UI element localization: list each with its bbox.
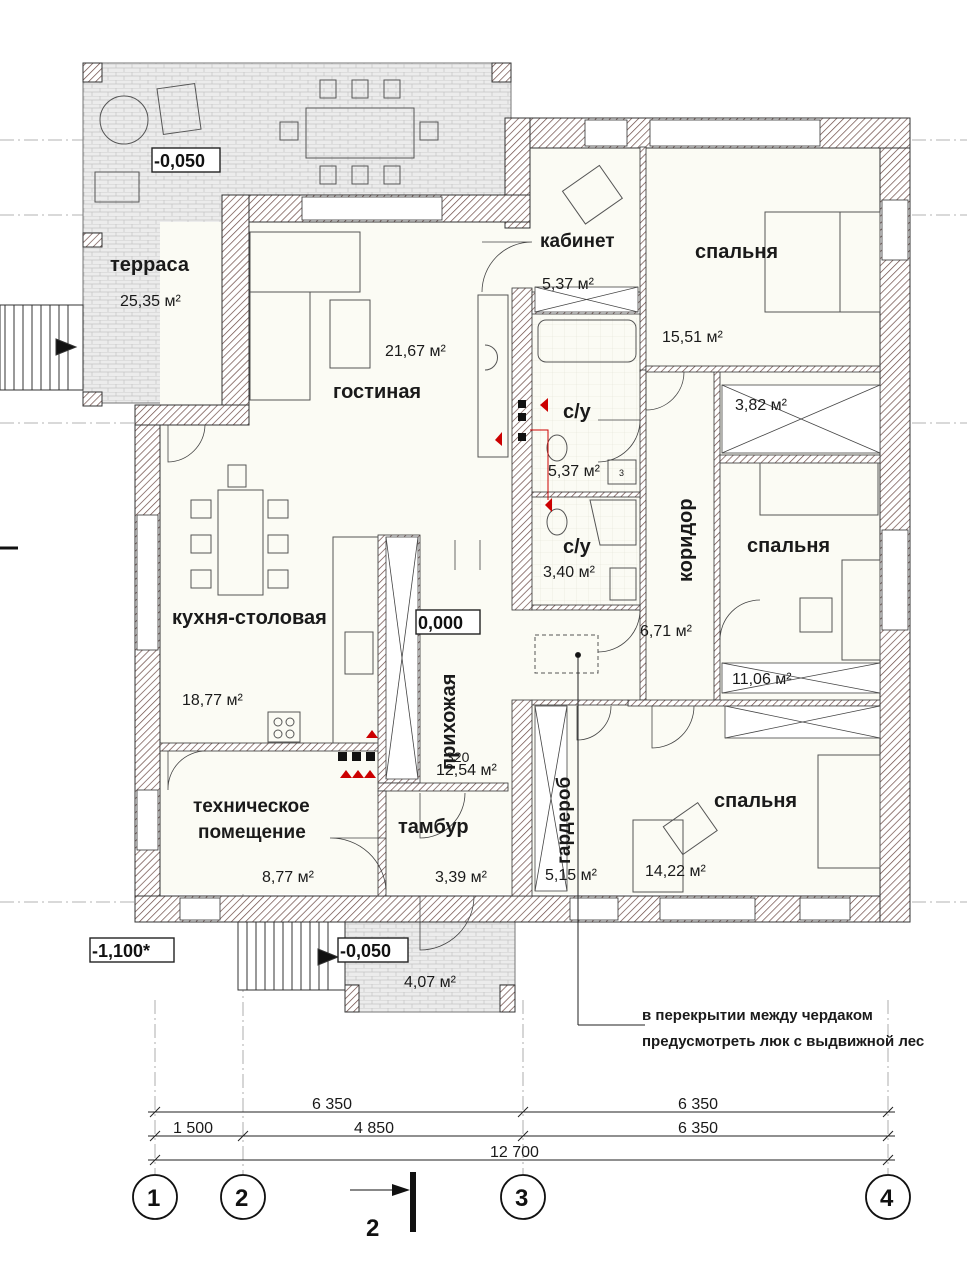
note-line1: в перекрытии между чердаком [642,1007,873,1024]
elevation-floor: 0,000 [418,613,463,633]
axis-label-4: 4 [880,1185,894,1212]
room-corridor-name: коридор [675,498,697,582]
doors [167,241,761,951]
room-bath1-area: 5,37 м² [548,463,601,480]
furniture [94,79,881,893]
room-tech-area: 8,77 м² [262,869,315,886]
room-tech-name-line1: техническое [193,796,310,817]
dim-row1-b: 6 350 [678,1096,718,1113]
room-bedroom2-name: спальня [747,535,830,557]
dim-row1-a: 6 350 [312,1096,352,1113]
dim-row2-b: 4 850 [354,1120,394,1137]
windows [136,119,909,921]
room-hall-name: прихожая [438,674,460,770]
terrace-posts [82,62,516,1013]
bath-fixture-mark: 3 [619,468,624,478]
room-porch-area: 4,07 м² [404,974,457,991]
room-corridor-area: 6,71 м² [640,623,693,640]
room-tech-name-line2: помещение [198,822,306,843]
room-wardrobe-name: гардероб [554,777,575,864]
room-hall-area: 12,54 м² [436,762,497,779]
left-stairs [0,304,84,391]
room-wardrobe-area: 5,15 м² [545,867,598,884]
elevation-porch: -0,050 [340,941,391,961]
porch-deck [344,919,516,1013]
dim-row2-c: 6 350 [678,1120,718,1137]
room-closet1-area: 3,82 м² [735,397,788,414]
room-office-name: кабинет [540,231,615,252]
elevation-boxes [89,147,481,963]
room-bedroom3-area: 14,22 м² [645,863,706,880]
axis-label-2: 2 [235,1185,248,1212]
bath1-tiles [532,318,638,492]
section-marker [0,546,416,1232]
axis-bubbles [132,1174,911,1220]
room-living-name: гостиная [333,381,421,403]
dimension-lines [148,1106,895,1166]
room-bedroom1-area: 15,51 м² [662,329,723,346]
room-bedroom1-name: спальня [695,241,778,263]
axis-label-1: 1 [147,1185,160,1212]
room-living-area: 21,67 м² [385,343,446,360]
room-office-area: 5,37 м² [542,276,595,293]
dim-total: 12 700 [490,1144,539,1161]
bath2-tiles [532,497,638,607]
elevation-terrace: -0,050 [154,151,205,171]
axis-label-3: 3 [515,1185,528,1212]
note-leader [575,652,645,1026]
vent-marks [338,398,552,778]
room-bath2-area: 3,40 м² [543,564,596,581]
note-line2: предусмотреть люк с выдвижной лес [642,1033,924,1050]
elevation-ground: -1,100* [92,941,150,961]
room-bath2-name: с/у [563,536,592,558]
room-terrace-name: терраса [110,254,190,276]
section-mark-label: 2 [366,1215,379,1242]
room-bath1-name: с/у [563,401,592,423]
porch-stairs [237,919,346,991]
room-terrace-area: 25,35 м² [120,293,181,310]
room-bedroom3-name: спальня [714,790,797,812]
room-tambour-name: тамбур [398,816,469,838]
room-tambour-area: 3,39 м² [435,869,488,886]
dim-row2-a: 1 500 [173,1120,213,1137]
hall-number: 320 [446,749,470,765]
room-kitchen-area: 18,77 м² [182,692,243,709]
room-kitchen-name: кухня-столовая [172,607,327,629]
room-bedroom2-area: 11,06 м² [732,671,792,688]
built-in-closets [385,286,881,892]
